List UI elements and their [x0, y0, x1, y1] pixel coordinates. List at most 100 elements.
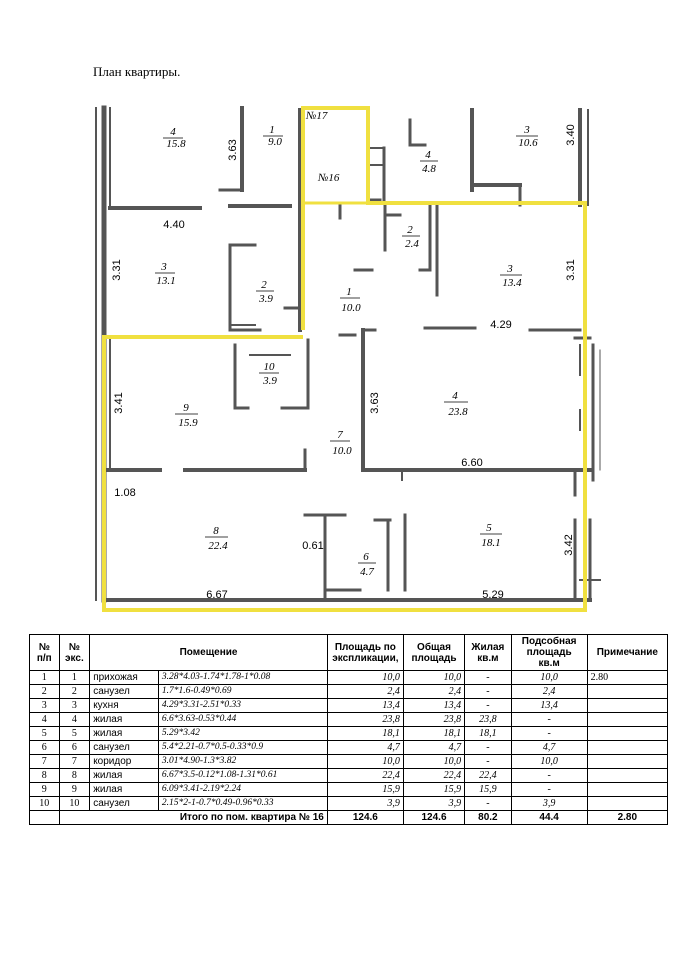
svg-text:9.0: 9.0 — [268, 136, 282, 148]
dimension-label: 1.08 — [114, 487, 135, 499]
cell-note — [586, 712, 669, 727]
cell-aux: 13,4 — [510, 698, 588, 713]
svg-text:4.8: 4.8 — [422, 163, 436, 175]
cell-eks: 7 — [58, 754, 91, 769]
dimension-label: 3.63 — [369, 392, 381, 413]
floor-plan: №17 №16 415.8 19.0 44.8 310.6 313.1 23.9… — [95, 105, 601, 612]
room-label: 710.0 — [330, 429, 352, 457]
svg-text:15.8: 15.8 — [166, 138, 186, 150]
cell-eks: 10 — [58, 796, 91, 811]
dimension-label: 3.31 — [111, 259, 123, 280]
svg-text:18.1: 18.1 — [481, 537, 500, 549]
cell-expl: 22,4 — [326, 768, 404, 783]
svg-text:8: 8 — [213, 525, 219, 537]
total-label: Итого по пом. квартира № 16 — [58, 810, 328, 825]
cell-living: - — [464, 740, 512, 755]
col-header-aux: Подсобная площадь кв.м — [510, 634, 588, 671]
svg-text:2.4: 2.4 — [405, 238, 419, 250]
cell-formula: 6.09*3.41-2.19*2.24 — [157, 782, 328, 797]
dimension-label: 5.29 — [482, 589, 503, 601]
col-header-total-area: Общая площадь — [402, 634, 466, 671]
cell-note — [586, 768, 669, 783]
cell-eks: 5 — [58, 726, 91, 741]
cell-expl: 2,4 — [326, 684, 404, 699]
dimension-label: 3.31 — [565, 259, 577, 280]
cell-note — [586, 740, 669, 755]
flat-17-label: №17 — [305, 110, 328, 122]
room-label: 19.0 — [263, 124, 283, 148]
dimension-label: 6.60 — [461, 457, 482, 469]
cell-total: 23,8 — [402, 712, 466, 727]
cell-aux: 3,9 — [510, 796, 588, 811]
dimension-label: 3.41 — [113, 392, 125, 413]
svg-text:9: 9 — [183, 402, 189, 414]
cell-living: - — [464, 670, 512, 685]
cell-formula: 3.28*4.03-1.74*1.78-1*0.08 — [157, 670, 328, 685]
total-area: 124.6 — [402, 810, 466, 825]
cell-name: кухня — [89, 698, 159, 713]
cell-note — [586, 754, 669, 769]
cell-formula: 6.6*3.63-0.53*0.44 — [157, 712, 328, 727]
svg-text:6: 6 — [363, 551, 369, 563]
cell-eks: 2 — [58, 684, 91, 699]
cell-formula: 5.29*3.42 — [157, 726, 328, 741]
room-label: 915.9 — [175, 402, 198, 429]
room-label: 313.1 — [155, 261, 176, 287]
cell-note — [586, 796, 669, 811]
col-header-living: Жилая кв.м — [464, 634, 512, 671]
svg-text:1: 1 — [269, 124, 275, 136]
cell-name: жилая — [89, 726, 159, 741]
table-header-row: № п/п № экс. Помещение Площадь по экспли… — [29, 634, 669, 671]
cell-pp: 6 — [29, 740, 60, 755]
cell-expl: 15,9 — [326, 782, 404, 797]
page-title: План квартиры. — [93, 64, 181, 79]
cell-name: санузел — [89, 796, 159, 811]
cell-note — [586, 782, 669, 797]
cell-expl: 10,0 — [326, 670, 404, 685]
cell-expl: 10,0 — [326, 754, 404, 769]
col-header-pp: № п/п — [29, 634, 60, 671]
svg-text:23.8: 23.8 — [448, 406, 468, 418]
total-note: 2.80 — [586, 810, 669, 825]
svg-text:2: 2 — [261, 279, 267, 291]
svg-text:3: 3 — [506, 263, 513, 275]
room-label: 822.4 — [205, 525, 228, 552]
cell-aux: 10,0 — [510, 754, 588, 769]
svg-text:5: 5 — [486, 522, 492, 534]
cell-pp: 1 — [29, 670, 60, 685]
walls — [95, 105, 601, 603]
svg-text:3: 3 — [523, 124, 530, 136]
dimension-label: 6.67 — [206, 589, 227, 601]
svg-text:3.9: 3.9 — [258, 293, 273, 305]
cell-eks: 4 — [58, 712, 91, 727]
cell-formula: 5.4*2.21-0.7*0.5-0.33*0.9 — [157, 740, 328, 755]
cell-pp: 10 — [29, 796, 60, 811]
cell-total: 15,9 — [402, 782, 466, 797]
cell-total: 2,4 — [402, 684, 466, 699]
svg-text:10.0: 10.0 — [341, 302, 361, 314]
cell-expl: 23,8 — [326, 712, 404, 727]
room-label: 423.8 — [444, 390, 468, 418]
col-header-expl-area: Площадь по экспликации, — [326, 634, 404, 671]
room-label: 23.9 — [256, 279, 274, 305]
cell-living: 18,1 — [464, 726, 512, 741]
dimension-label: 4.40 — [163, 219, 184, 231]
cell-aux: - — [510, 726, 588, 741]
cell-living: - — [464, 754, 512, 769]
room-label: 44.8 — [420, 149, 438, 175]
cell-expl: 13,4 — [326, 698, 404, 713]
cell-name: санузел — [89, 740, 159, 755]
total-aux: 44.4 — [510, 810, 588, 825]
cell-living: - — [464, 796, 512, 811]
cell-formula: 4.29*3.31-2.51*0.33 — [157, 698, 328, 713]
flat-16-outline — [102, 106, 587, 612]
explication-table: № п/п № экс. Помещение Площадь по экспли… — [29, 634, 669, 825]
cell-name: жилая — [89, 782, 159, 797]
cell-eks: 9 — [58, 782, 91, 797]
cell-formula: 3.01*4.90-1.3*3.82 — [157, 754, 328, 769]
